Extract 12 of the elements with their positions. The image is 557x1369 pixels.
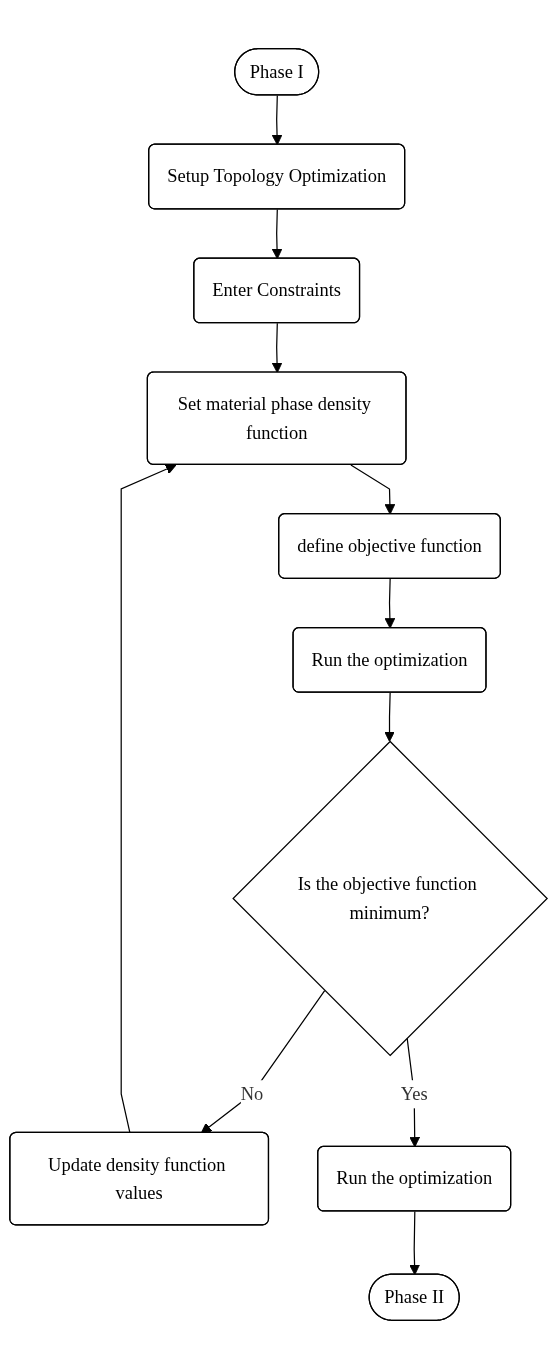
arrow [271,208,283,260]
arrow [271,94,283,146]
arrow [120,463,177,1134]
node-diamond: Is the objective function minimum? [232,740,548,1057]
edge-label: Yes [400,1083,428,1104]
arrow [409,1210,420,1276]
edge-label: No [240,1083,264,1104]
arrow [200,990,326,1134]
arrow [271,322,283,374]
arrow [384,578,396,629]
arrow [350,464,396,515]
arrow [384,692,395,742]
